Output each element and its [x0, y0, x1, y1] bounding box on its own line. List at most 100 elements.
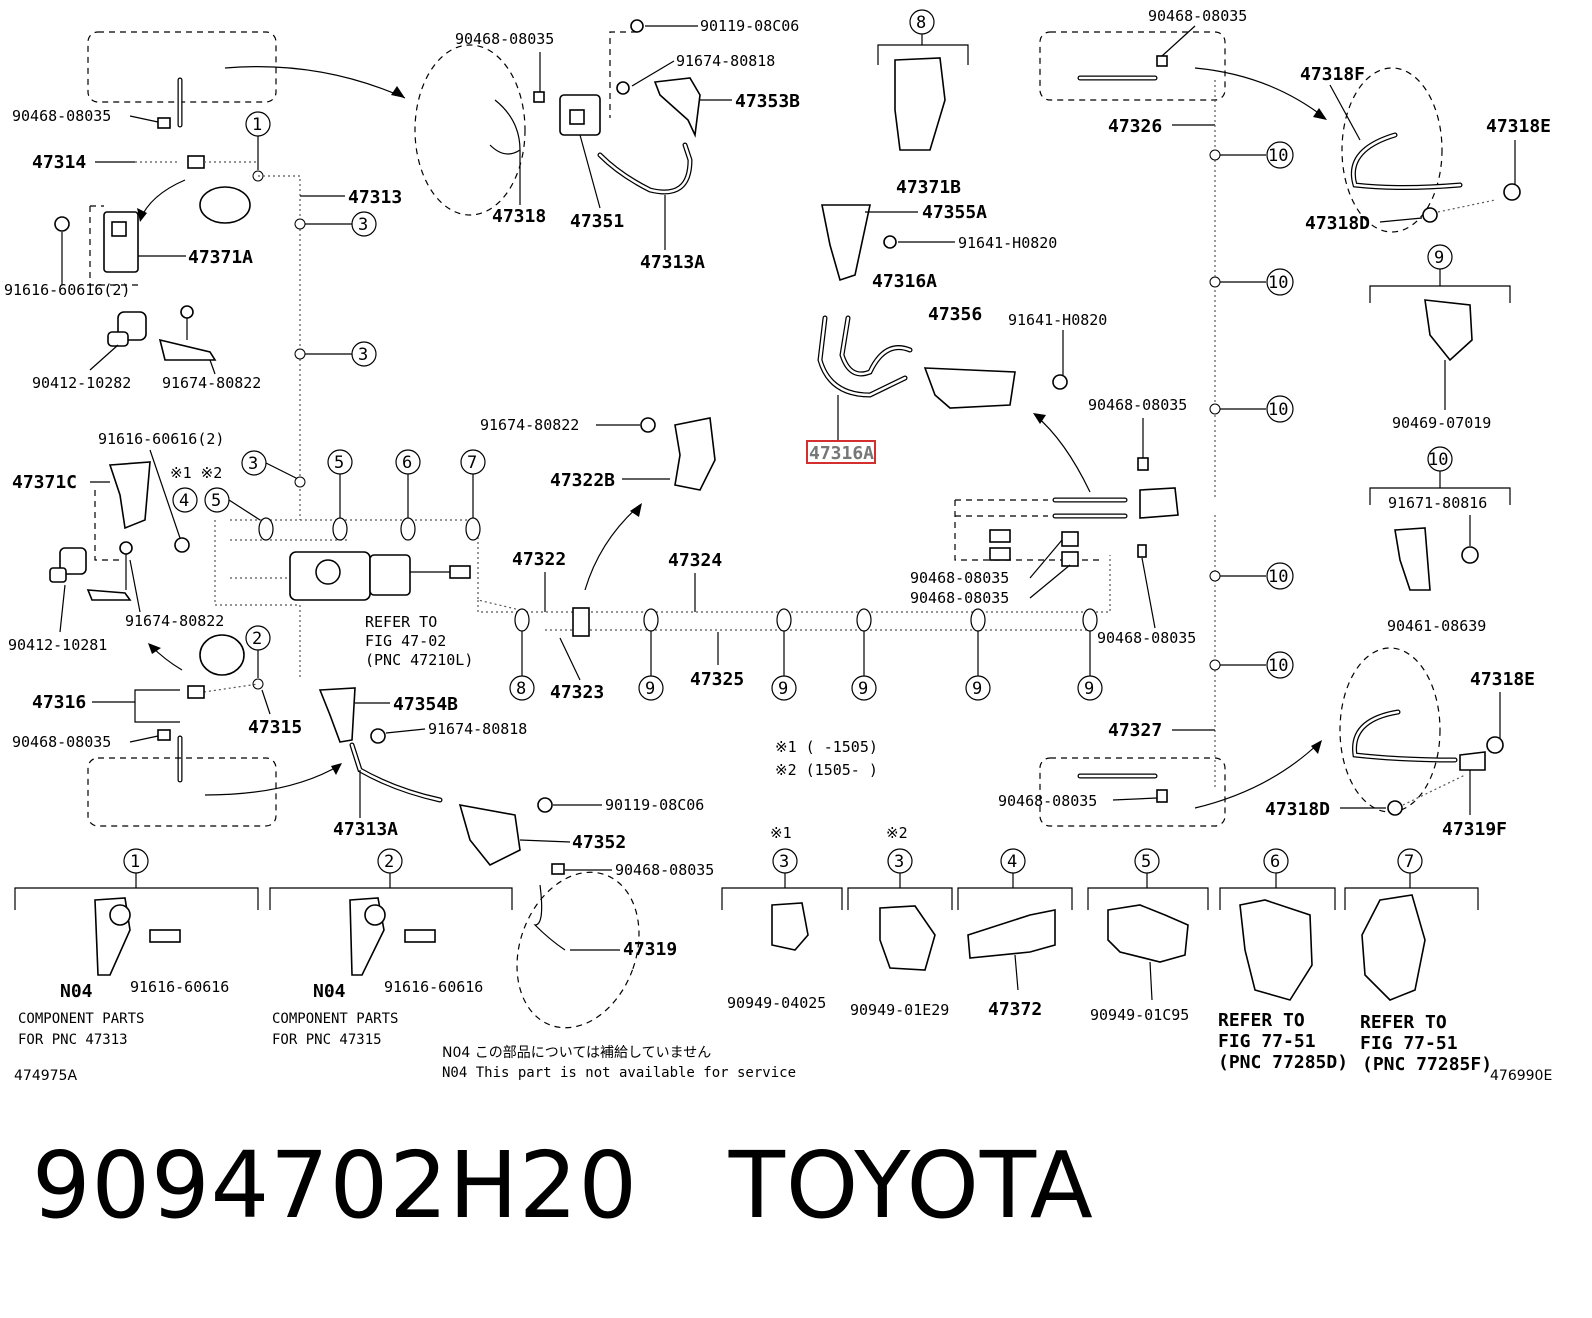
component-3a-part: 90949-04025 — [727, 994, 826, 1012]
svg-text:9: 9 — [972, 679, 982, 699]
label-91641-b: 91641-H0820 — [1008, 311, 1107, 329]
label-90412-10282: 90412-10282 — [32, 374, 131, 392]
label-90468-c2: 90468-08035 — [910, 589, 1009, 607]
bracket-47355a — [821, 204, 871, 282]
label-90119-top: 90119-08C06 — [700, 17, 799, 35]
svg-text:2: 2 — [384, 852, 394, 872]
component-2-part: 91616-60616 — [384, 978, 483, 996]
svg-text:10: 10 — [1268, 273, 1288, 293]
label-47327: 47327 — [1108, 720, 1162, 741]
component-1-part: 91616-60616 — [130, 978, 229, 996]
label-91616-2: 91616-60616(2) — [4, 281, 130, 299]
detail-ellipse-tr — [1341, 67, 1443, 233]
bracket-47353b — [653, 77, 701, 138]
svg-text:3: 3 — [779, 852, 789, 872]
label-91674-80822-b: 91674-80822 — [125, 612, 224, 630]
clip-90469 — [1424, 299, 1473, 362]
diagram-code-right: 476990E — [1490, 1068, 1552, 1084]
component-1-text-a: COMPONENT PARTS — [18, 1011, 144, 1027]
svg-text:1: 1 — [130, 852, 140, 872]
label-90468-tr: 90468-08035 — [1148, 7, 1247, 25]
clamp-oval — [465, 517, 481, 541]
star2-label: ※2 — [886, 824, 908, 842]
arrow-to-top-inset — [224, 66, 406, 99]
bracket-47352 — [458, 803, 521, 867]
union-fitting — [187, 685, 205, 699]
detail-ellipse-bottom — [516, 871, 640, 1029]
clip-icon — [157, 117, 171, 129]
svg-text:9: 9 — [778, 679, 788, 699]
svg-text:10: 10 — [1268, 400, 1288, 420]
label-47313: 47313 — [348, 187, 402, 208]
svg-text:5: 5 — [211, 491, 221, 511]
callout-3-a — [351, 211, 377, 237]
label-47352: 47352 — [572, 832, 626, 853]
component-1-n04: N04 — [60, 981, 93, 1002]
star1-label: ※1 — [770, 824, 792, 842]
label-90461: 90461-08639 — [1387, 617, 1486, 635]
callout-4-left — [172, 487, 198, 513]
component-1-text-b: FOR PNC 47313 — [18, 1032, 128, 1048]
component-3b-part: 90949-01E29 — [850, 1001, 949, 1019]
svg-text:4: 4 — [179, 491, 189, 511]
clamp-oval — [643, 608, 659, 632]
svg-text:10: 10 — [1428, 450, 1448, 470]
label-47314: 47314 — [32, 152, 86, 173]
component-5-part: 90949-01C95 — [1090, 1006, 1189, 1024]
label-90468-c3: 90468-08035 — [1097, 629, 1196, 647]
label-91671: 91671-80816 — [1388, 494, 1487, 512]
bolt-icon — [54, 216, 70, 232]
label-90469: 90469-07019 — [1392, 414, 1491, 432]
detail-ellipse-br — [1339, 647, 1441, 813]
bolt-icon — [883, 235, 897, 249]
label-47322: 47322 — [512, 549, 566, 570]
bracket-ghost — [199, 634, 245, 676]
bracket-ghost — [199, 186, 251, 224]
label-47354b: 47354B — [393, 694, 458, 715]
label-91641-a: 91641-H0820 — [958, 234, 1057, 252]
label-47316a-highlighted[interactable]: 47316A — [809, 443, 874, 464]
bolt-icon — [1387, 800, 1403, 816]
callout-3-b — [351, 341, 377, 367]
sensor-90412-10281 — [59, 547, 87, 575]
detail-ellipse-top — [414, 44, 526, 216]
label-90468-c1: 90468-08035 — [910, 569, 1009, 587]
clamp-oval — [856, 608, 872, 632]
refer-47-02-b: FIG 47-02 — [365, 632, 446, 650]
svg-text:6: 6 — [1270, 852, 1280, 872]
clip-icon — [157, 729, 171, 741]
component-2-n04: N04 — [313, 981, 346, 1002]
component-4-part: 47372 — [988, 999, 1042, 1020]
clamp-oval — [514, 608, 530, 632]
bracket-47371c — [108, 461, 151, 530]
label-47318d-top: 47318D — [1305, 213, 1370, 234]
clip-90949-04025 — [771, 902, 809, 951]
component-6-c: (PNC 77285D) — [1218, 1052, 1348, 1073]
bolt-icon — [174, 537, 190, 553]
clip-icon — [1156, 55, 1168, 67]
brand-name: TOYOTA — [728, 1132, 1094, 1239]
part-number-title: 9094702H20 TOYOTA — [32, 1140, 1094, 1232]
bolt-icon — [616, 81, 630, 95]
label-91674-80822-a: 91674-80822 — [162, 374, 261, 392]
callout-10-e: 10 — [1266, 651, 1294, 679]
bolt-icon — [640, 417, 656, 433]
label-90119-bot: 90119-08C06 — [605, 796, 704, 814]
component-7-c: (PNC 77285F) — [1362, 1054, 1492, 1075]
clip-77285f — [1361, 894, 1426, 1001]
bracket-47371a — [103, 211, 139, 273]
parts-diagram: 90468-08035 47314 1 47313 3 3 47371A 916… — [4, 7, 1552, 1084]
label-90468-tl: 90468-08035 — [12, 107, 111, 125]
note-n04-jp: N04 この部品については補給していません — [442, 1045, 711, 1061]
clamp-oval — [332, 517, 348, 541]
bolt-icon — [119, 541, 133, 555]
component-2-text-a: COMPONENT PARTS — [272, 1011, 398, 1027]
label-47313a-bot: 47313A — [333, 819, 398, 840]
component-7-b: FIG 77-51 — [1360, 1033, 1458, 1054]
svg-text:9: 9 — [858, 679, 868, 699]
label-47356: 47356 — [928, 304, 982, 325]
svg-text:8: 8 — [916, 13, 926, 33]
label-47322b: 47322B — [550, 470, 615, 491]
diagram-code-left: 474975A — [14, 1068, 77, 1084]
bolt-icon — [1422, 207, 1438, 223]
